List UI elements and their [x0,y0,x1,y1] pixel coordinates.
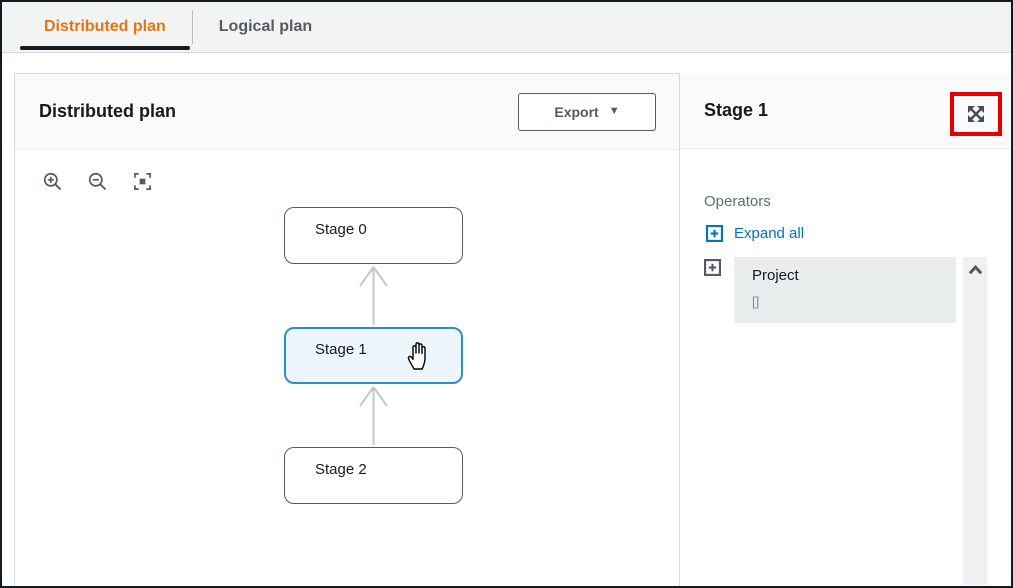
operators-scrollbar[interactable] [963,257,987,585]
stage-node-label: Stage 1 [315,341,367,358]
operator-detail: [] [752,294,760,309]
caret-down-icon: ▼ [608,105,620,117]
graph-node-stage-2[interactable]: Stage 2 [284,447,463,504]
graph-node-stage-1[interactable]: Stage 1 [284,327,463,384]
expand-operator-icon[interactable] [704,259,721,276]
expand-panel-icon[interactable] [964,102,988,126]
stage-node-label: Stage 0 [315,221,367,238]
expand-all-label: Expand all [734,225,805,242]
edge-stage2-to-stage1 [359,386,388,445]
plan-tab-bar: Distributed plan Logical plan [2,2,1011,53]
stage-detail-panel: Stage 1 Opera [679,73,1011,586]
tab-distributed-plan[interactable]: Distributed plan [18,2,192,52]
stage-detail-title: Stage 1 [704,100,769,120]
expand-all-link[interactable]: Expand all [706,225,804,242]
stage-detail-header: Stage 1 [680,73,1011,149]
plus-square-icon [706,225,723,242]
fit-to-screen-icon[interactable] [133,172,152,191]
zoom-out-icon[interactable] [88,172,107,191]
stage-detail-content: Operators Expand all [680,149,1011,585]
export-button-label: Export [554,103,599,120]
tab-label: Distributed plan [44,18,166,35]
tab-label: Logical plan [218,18,313,35]
page-title: Distributed plan [39,101,177,121]
chevron-up-icon[interactable] [968,265,983,275]
operator-card: Project [] [734,257,956,323]
annotation-highlight [950,92,1002,136]
operators-label: Operators [704,193,771,210]
distributed-plan-panel: Distributed plan Export ▼ [14,73,681,586]
export-button[interactable]: Export ▼ [518,92,656,131]
tab-divider [191,10,193,44]
graph-toolbar [43,172,152,191]
graph-canvas: Stage 0 Stage 1 Stage 2 [15,150,680,585]
zoom-in-icon[interactable] [43,172,62,191]
edge-stage1-to-stage0 [359,266,388,325]
operator-name: Project [752,267,799,284]
graph-node-stage-0[interactable]: Stage 0 [284,207,463,264]
stage-node-label: Stage 2 [315,461,367,478]
distributed-plan-header: Distributed plan Export ▼ [15,74,680,150]
operator-list-item: Project [] [704,257,956,323]
tab-logical-plan[interactable]: Logical plan [193,2,338,52]
